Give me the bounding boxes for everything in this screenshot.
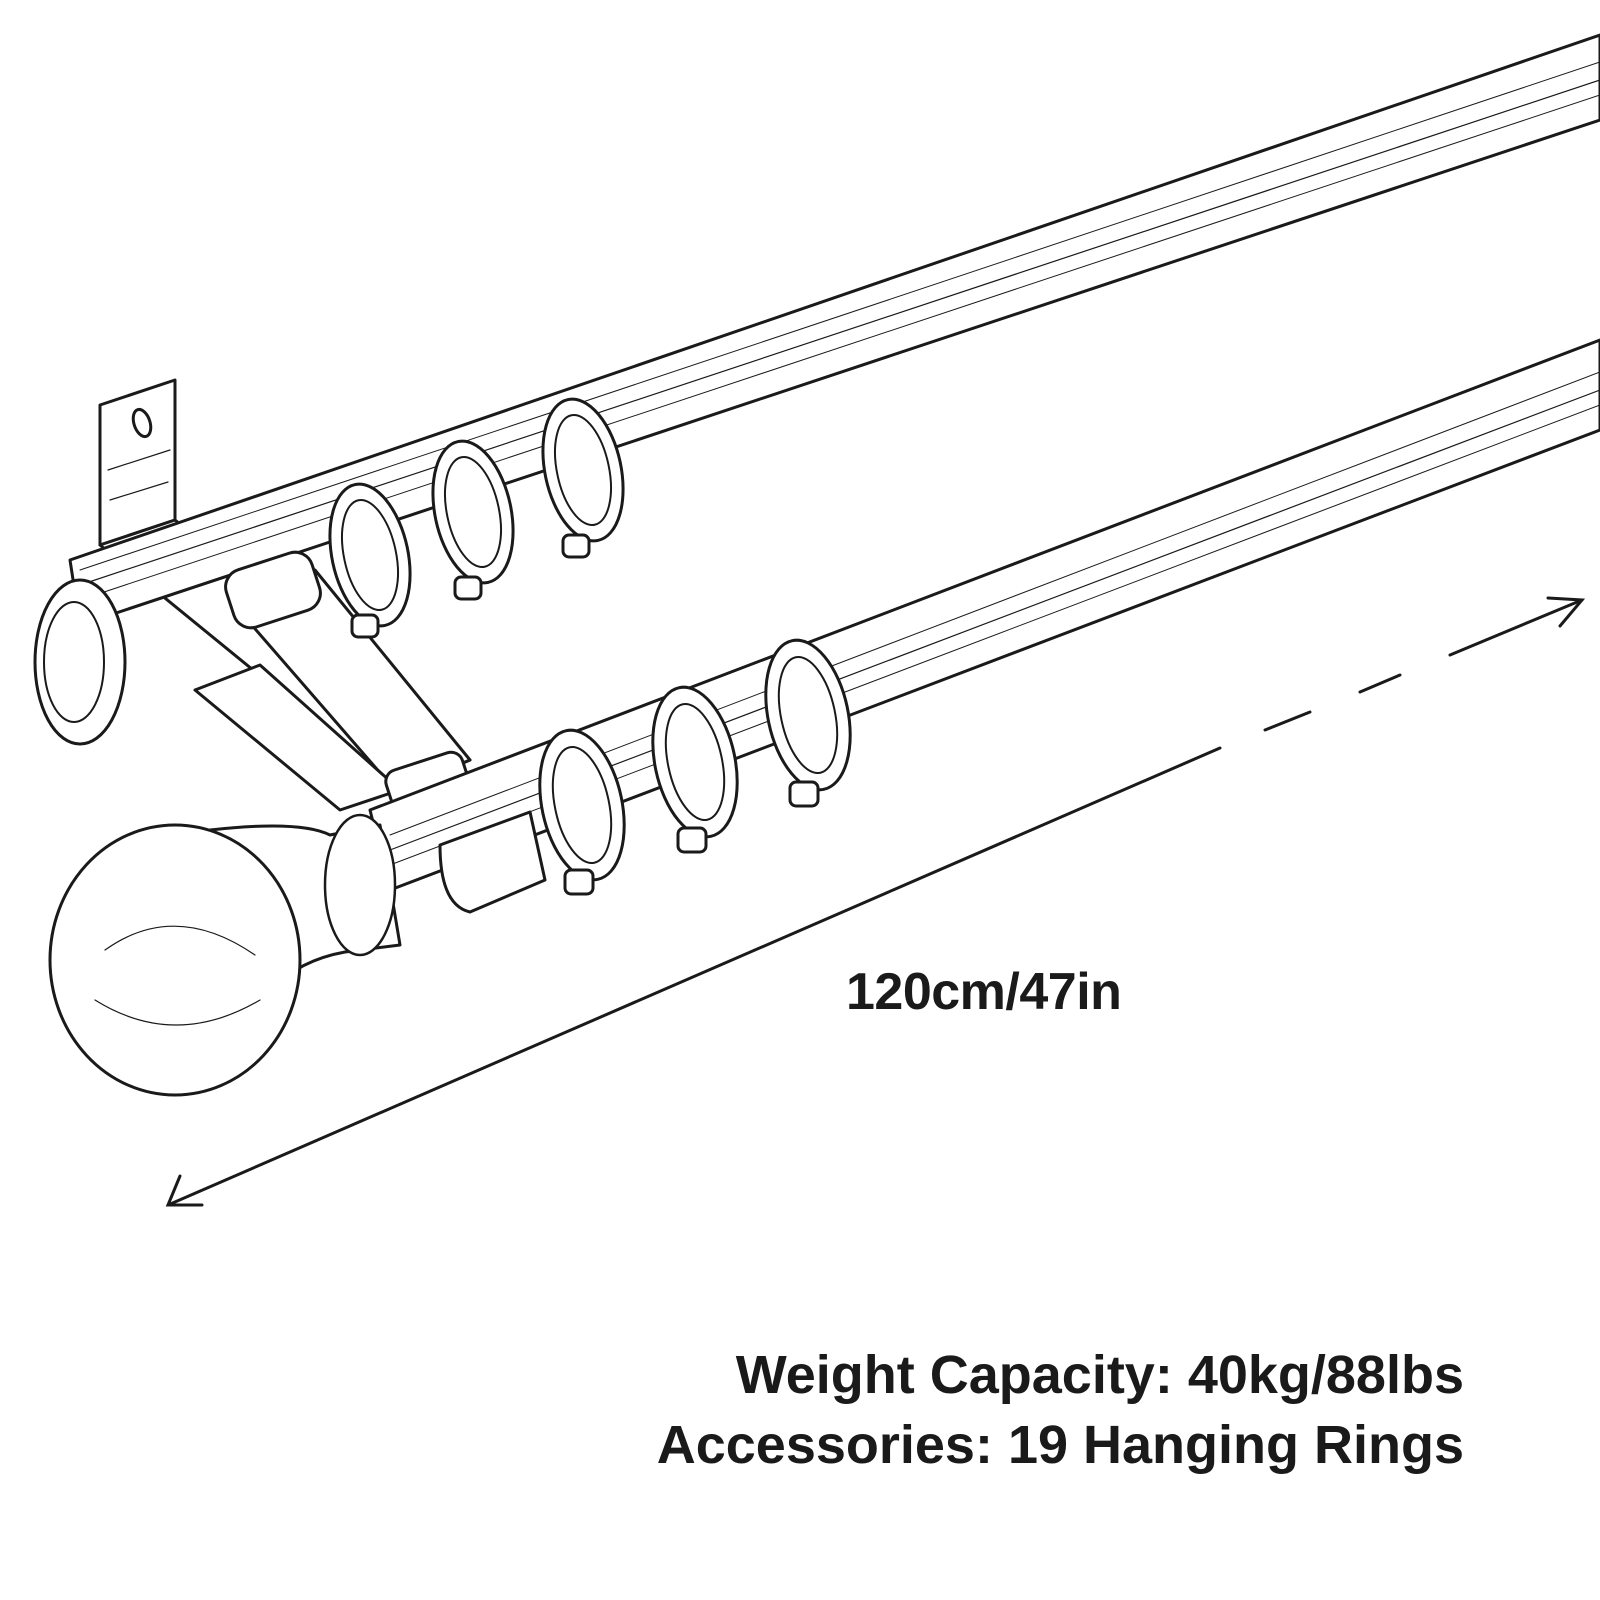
front-rod-rings [538, 638, 852, 896]
length-dimension-arrow [165, 596, 1586, 1207]
rod-clip [438, 810, 547, 914]
back-rod-rings [328, 397, 625, 639]
arrow-head-left-icon [165, 1174, 204, 1207]
screw-hole-icon [131, 407, 153, 439]
arrow-head-right-icon [1546, 596, 1586, 628]
ball-finial [48, 813, 402, 1097]
weight-capacity-text: Weight Capacity: 40kg/88lbs [735, 1345, 1464, 1405]
rod-length-label: 120cm/47in [846, 963, 1122, 1021]
accessories-text: Accessories: 19 Hanging Rings [656, 1415, 1464, 1475]
specs-block: Weight Capacity: 40kg/88lbs Accessories:… [657, 1340, 1464, 1480]
